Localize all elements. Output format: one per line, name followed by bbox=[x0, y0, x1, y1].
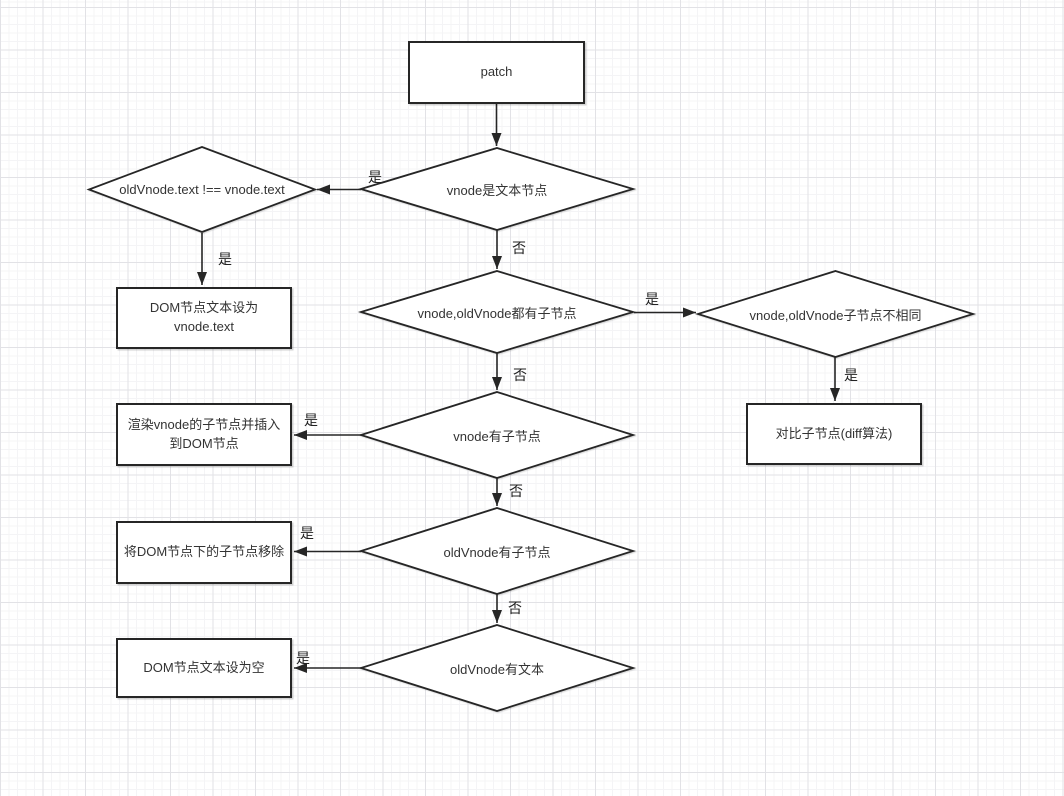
node-remove-dom-children[interactable]: 将DOM节点下的子节点移除 bbox=[116, 521, 292, 584]
diamond-shape bbox=[361, 148, 633, 230]
diamond-shape bbox=[698, 271, 973, 357]
node-decision-oldvnode-has-children[interactable]: oldVnode有子节点 bbox=[361, 508, 633, 594]
edge-label-yes-both-children[interactable]: 是 bbox=[645, 291, 659, 307]
edge-label-yes-vnode-children[interactable]: 是 bbox=[304, 412, 318, 428]
edge-label-yes-old-text[interactable]: 是 bbox=[296, 650, 310, 666]
node-oldvnode-has-text-label: oldVnode有文本 bbox=[450, 661, 544, 677]
node-decision-text-not-equal[interactable]: oldVnode.text !== vnode.text bbox=[89, 147, 315, 232]
diamond-shape bbox=[361, 392, 633, 478]
node-text-not-equal-label: oldVnode.text !== vnode.text bbox=[119, 182, 285, 197]
node-decision-vnode-has-children[interactable]: vnode有子节点 bbox=[361, 392, 633, 478]
node-patch[interactable]: patch bbox=[408, 41, 585, 104]
node-decision-children-not-same[interactable]: vnode,oldVnode子节点不相同 bbox=[698, 271, 973, 357]
node-vnode-has-children-label: vnode有子节点 bbox=[453, 428, 541, 444]
node-set-dom-text-empty-label: DOM节点文本设为空 bbox=[143, 659, 265, 675]
diamond-shape bbox=[361, 508, 633, 594]
node-patch-label: patch bbox=[480, 64, 513, 80]
edge-label-no-both-children[interactable]: 否 bbox=[513, 367, 527, 383]
node-both-have-children-label: vnode,oldVnode都有子节点 bbox=[417, 305, 577, 321]
edge-label-yes-old-children[interactable]: 是 bbox=[300, 525, 314, 541]
node-oldvnode-has-children-label: oldVnode有子节点 bbox=[443, 544, 551, 560]
node-set-dom-text-label: DOM节点文本设为vnode.text bbox=[149, 300, 259, 334]
node-decision-both-have-children[interactable]: vnode,oldVnode都有子节点 bbox=[361, 271, 633, 353]
diamond-shape bbox=[361, 271, 633, 353]
edge-label-yes-is-text[interactable]: 是 bbox=[368, 169, 382, 185]
edge-label-no-is-text[interactable]: 否 bbox=[512, 240, 526, 256]
node-is-text-node-label: vnode是文本节点 bbox=[446, 182, 548, 198]
node-set-dom-text[interactable]: DOM节点文本设为vnode.text bbox=[116, 287, 292, 349]
edge-label-yes-children-diff[interactable]: 是 bbox=[844, 367, 858, 383]
node-set-dom-text-empty[interactable]: DOM节点文本设为空 bbox=[116, 638, 292, 698]
node-render-and-insert[interactable]: 渲染vnode的子节点并插入到DOM节点 bbox=[116, 403, 292, 466]
node-decision-oldvnode-has-text[interactable]: oldVnode有文本 bbox=[361, 625, 633, 711]
node-diff-children-label: 对比子节点(diff算法) bbox=[775, 425, 893, 441]
node-render-and-insert-label: 渲染vnode的子节点并插入到DOM节点 bbox=[127, 416, 281, 451]
edge-label-yes-text-not-equal[interactable]: 是 bbox=[218, 251, 232, 267]
diamond-shape bbox=[361, 625, 633, 711]
node-children-not-same-label: vnode,oldVnode子节点不相同 bbox=[749, 307, 922, 323]
node-diff-children[interactable]: 对比子节点(diff算法) bbox=[746, 403, 922, 465]
edge-label-no-old-children[interactable]: 否 bbox=[508, 600, 522, 616]
node-remove-dom-children-label: 将DOM节点下的子节点移除 bbox=[123, 544, 285, 560]
diamond-shape bbox=[89, 147, 315, 232]
edge-label-no-vnode-children[interactable]: 否 bbox=[509, 483, 523, 499]
node-decision-is-text-node[interactable]: vnode是文本节点 bbox=[361, 148, 633, 230]
